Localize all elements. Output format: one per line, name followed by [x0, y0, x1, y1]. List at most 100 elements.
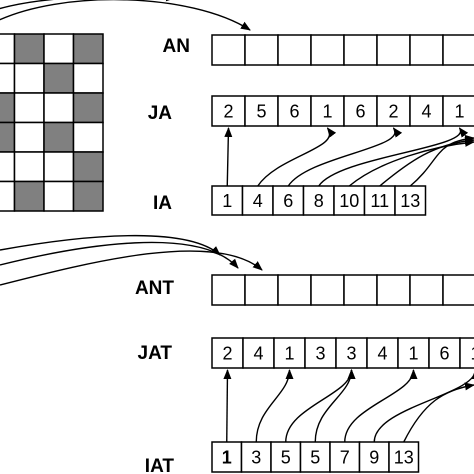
matrix-cell-r5-c1 — [13, 180, 45, 212]
ia-cell-0 — [211, 185, 244, 216]
ia-pointer-5 — [379, 136, 474, 187]
matrix-to-ant-arrow-3 — [0, 234, 221, 256]
matrix-cell-r5-c3 — [72, 180, 104, 212]
an-cell-3 — [310, 34, 345, 66]
an-cell-0 — [211, 34, 246, 66]
label-iat: IAT — [145, 456, 175, 474]
matrix-to-ant-arrow-2 — [0, 250, 263, 286]
matrix-cell-r1-c0 — [0, 62, 16, 94]
jat-cell-1 — [242, 337, 275, 369]
matrix-to-ant-arrow-1 — [0, 241, 239, 269]
ia-value-3: 8 — [314, 191, 324, 211]
label-ant: ANT — [135, 278, 174, 299]
array-jat: 2 4 1 3 3 4 1 6 1 — [211, 337, 474, 369]
ia-value-1: 4 — [253, 191, 263, 211]
iat-value-2: 5 — [281, 448, 291, 468]
ja-cell-3 — [310, 95, 345, 127]
an-cell-4 — [343, 34, 378, 66]
ja-value-2: 6 — [289, 102, 299, 122]
matrix-cell-r4-c0 — [0, 151, 16, 183]
matrix-cell-r1-c3 — [72, 62, 104, 94]
ia-value-2: 6 — [283, 191, 293, 211]
matrix-cell-r3-c3 — [72, 121, 104, 153]
matrix-cell-r5-c2 — [43, 180, 75, 212]
iat-pointer-0 — [223, 369, 232, 443]
iat-value-4: 7 — [340, 448, 350, 468]
ia-pointer-3 — [318, 127, 469, 187]
jat-value-1: 4 — [253, 344, 263, 364]
jat-cell-5 — [366, 337, 399, 369]
ja-cell-2 — [277, 95, 312, 127]
an-cell-7 — [442, 34, 474, 66]
ia-pointer-1 — [257, 127, 337, 187]
matrix-cell-r2-c2 — [43, 92, 75, 124]
array-labels: AN JA IA ANT JAT IAT — [135, 36, 190, 474]
iat-pointer-4 — [344, 369, 418, 443]
matrix-cell-r0-c0 — [0, 33, 16, 65]
iat-cell-6 — [388, 441, 420, 473]
sparsity-matrix — [0, 33, 104, 212]
ja-value-6: 4 — [421, 102, 431, 122]
jat-value-5: 4 — [377, 344, 387, 364]
matrix-to-an-arrow-1 — [0, 0, 251, 31]
array-ant — [211, 274, 474, 306]
iat-pointer-2 — [285, 369, 356, 443]
jat-value-6: 1 — [408, 344, 418, 364]
ja-value-5: 2 — [388, 102, 398, 122]
jat-value-2: 1 — [284, 344, 294, 364]
ia-value-6: 13 — [400, 191, 420, 211]
jat-value-0: 2 — [222, 344, 232, 364]
pointer-arrows — [0, 0, 474, 443]
label-ia: IA — [153, 193, 172, 214]
ant-cell-6 — [409, 274, 444, 306]
ant-cell-2 — [277, 274, 312, 306]
matrix-cell-r5-c0 — [0, 180, 16, 212]
iat-value-1: 3 — [251, 448, 261, 468]
jat-value-8: 1 — [470, 344, 474, 364]
an-cell-2 — [277, 34, 312, 66]
ja-value-0: 2 — [223, 102, 233, 122]
matrix-cell-r3-c0 — [0, 121, 16, 153]
matrix-cell-r0-c1 — [13, 33, 45, 65]
jat-cell-2 — [273, 337, 306, 369]
jat-value-7: 6 — [439, 344, 449, 364]
ia-value-4: 10 — [339, 191, 359, 211]
jat-cell-8 — [459, 337, 474, 369]
matrix-cell-r2-c3 — [72, 92, 104, 124]
jat-cell-3 — [304, 337, 337, 369]
matrix-cell-r4-c2 — [43, 151, 75, 183]
ant-cell-4 — [343, 274, 378, 306]
iat-value-6: 13 — [394, 448, 414, 468]
ia-pointer-6 — [409, 134, 474, 187]
iat-cell-5 — [358, 441, 390, 473]
ja-cell-6 — [409, 95, 444, 127]
ia-value-5: 11 — [370, 191, 389, 211]
ia-cell-5 — [363, 185, 396, 216]
ia-cell-6 — [394, 185, 427, 216]
matrix-cell-r0-c2 — [43, 33, 75, 65]
label-ja: JA — [148, 103, 173, 124]
matrix-cell-r2-c0 — [0, 92, 16, 124]
ja-cell-4 — [343, 95, 378, 127]
matrix-cell-r4-c1 — [13, 151, 45, 183]
an-cell-1 — [244, 34, 279, 66]
matrix-cell-r3-c2 — [43, 121, 75, 153]
ia-pointer-2 — [287, 127, 403, 187]
ant-cell-1 — [244, 274, 279, 306]
matrix-cell-r0-c3 — [72, 33, 104, 65]
ja-value-3: 1 — [322, 102, 332, 122]
label-an: AN — [163, 36, 190, 57]
jat-value-3: 3 — [315, 344, 325, 364]
iat-value-0: 1 — [222, 448, 232, 468]
ja-value-4: 6 — [355, 102, 365, 122]
ant-cell-5 — [376, 274, 411, 306]
iat-pointer-5 — [373, 369, 474, 443]
matrix-cell-r4-c3 — [72, 151, 104, 183]
jat-value-4: 3 — [346, 344, 356, 364]
an-cell-6 — [409, 34, 444, 66]
an-cell-5 — [376, 34, 411, 66]
matrix-cell-r1-c2 — [43, 62, 75, 94]
iat-pointer-6 — [403, 382, 474, 443]
